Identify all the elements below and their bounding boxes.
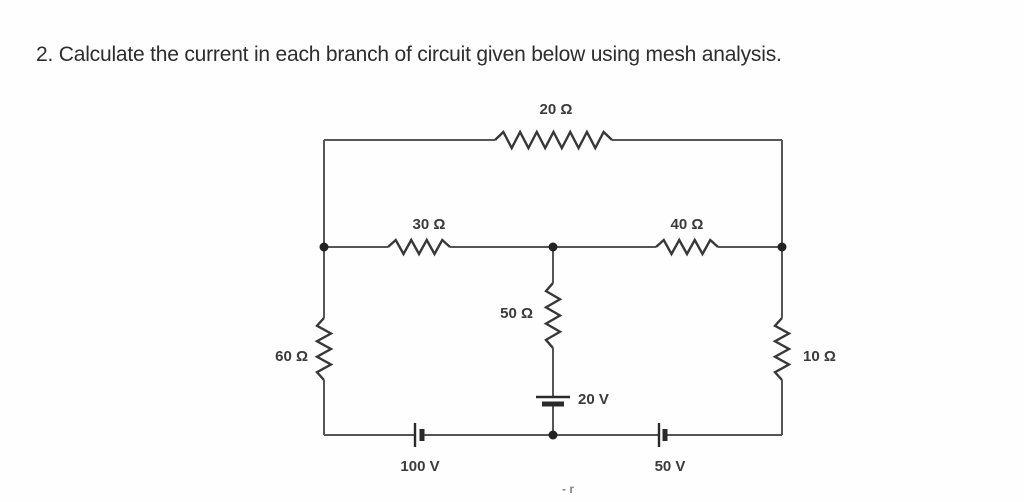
resistor-10ohm — [772, 317, 792, 381]
battery-100v-label: 100 V — [400, 458, 439, 475]
resistor-30ohm — [387, 237, 451, 257]
resistor-60ohm — [314, 317, 334, 381]
junction-node-left — [319, 242, 329, 252]
resistor-30ohm-label: 30 Ω — [413, 216, 446, 233]
junction-node-right — [777, 242, 787, 252]
resistor-40ohm — [655, 237, 719, 257]
resistor-10ohm-label: 10 Ω — [803, 348, 836, 365]
battery-20v — [536, 395, 570, 407]
resistor-50ohm-label: 50 Ω — [500, 305, 533, 322]
battery-50v — [657, 423, 668, 447]
battery-20v-label: 20 V — [578, 391, 609, 408]
question-text: 2. Calculate the current in each branch … — [36, 43, 782, 66]
scan-artifact: - r — [562, 482, 574, 496]
resistor-40ohm-label: 40 Ω — [671, 216, 704, 233]
battery-50v-label: 50 V — [655, 458, 686, 475]
resistor-60ohm-label: 60 Ω — [275, 348, 308, 365]
resistor-50ohm — [543, 282, 563, 349]
junction-node-center — [548, 242, 558, 252]
resistor-20ohm — [494, 129, 613, 151]
circuit-wires — [323, 139, 783, 436]
battery-100v — [413, 423, 425, 447]
resistor-20ohm-label: 20 Ω — [540, 101, 573, 118]
junction-node-bottom — [548, 430, 558, 440]
